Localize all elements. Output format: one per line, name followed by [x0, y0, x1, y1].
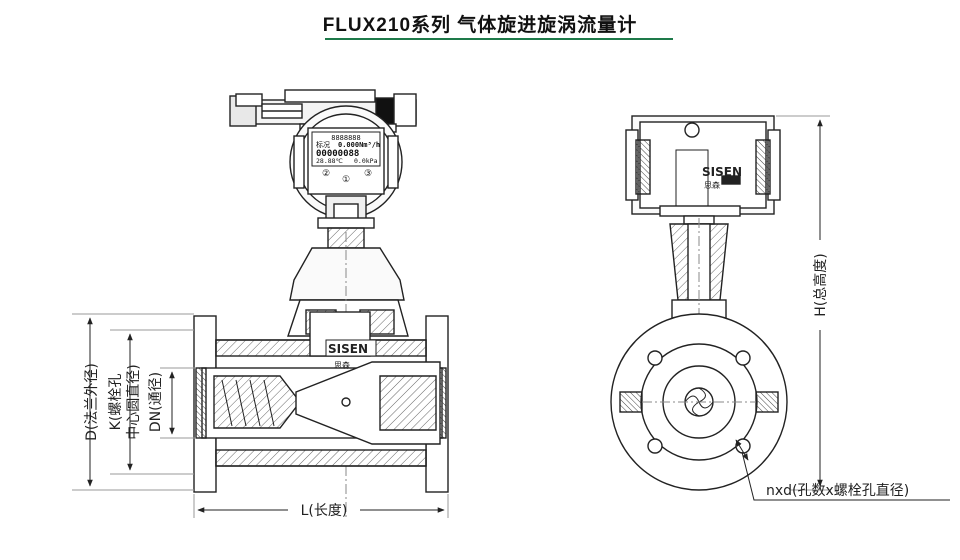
- page-title: FLUX210系列 气体旋进旋涡流量计: [322, 15, 638, 36]
- lcd-row1: 8888888: [331, 134, 361, 142]
- side-brand-sub: 思森: [704, 180, 720, 190]
- dim-label-nxd: nxd(孔数x螺栓孔直径): [766, 482, 909, 499]
- side-flange: [610, 313, 788, 491]
- dimension-lines: [72, 115, 950, 518]
- side-neck: [669, 215, 729, 470]
- display-housing: [289, 105, 403, 219]
- dim-label-d: D(法兰外径): [84, 363, 100, 441]
- dim-label-dn: DN(通径): [148, 372, 164, 432]
- front-brand-sub: 思森: [334, 360, 350, 370]
- lcd-button-2: ②: [322, 169, 330, 179]
- lcd-row4-temp: 28.88℃: [316, 157, 344, 165]
- side-head: [625, 115, 781, 217]
- side-view: [610, 115, 788, 491]
- dim-label-k-line2: 中心圆直径): [125, 364, 142, 439]
- flow-body: [193, 311, 449, 493]
- lcd-row2-value: 0.000Nm³/h: [338, 141, 380, 149]
- dim-label-l: L(长度): [301, 503, 348, 519]
- dim-label-h: H(总高度): [812, 253, 829, 316]
- lcd-row4-press: 0.0kPa: [354, 157, 378, 165]
- title-underline: [325, 38, 673, 40]
- front-view: [193, 89, 449, 520]
- front-brand-logo: SISEN: [328, 342, 368, 356]
- lcd-row2-label: 标况: [316, 140, 330, 149]
- side-brand-logo: SISEN: [702, 165, 742, 179]
- lcd-button-1: ①: [342, 175, 350, 185]
- lcd-row3: 00000088: [316, 149, 359, 159]
- dim-label-k-line1: K(螺栓孔: [108, 374, 124, 431]
- lcd-button-3: ③: [364, 169, 372, 179]
